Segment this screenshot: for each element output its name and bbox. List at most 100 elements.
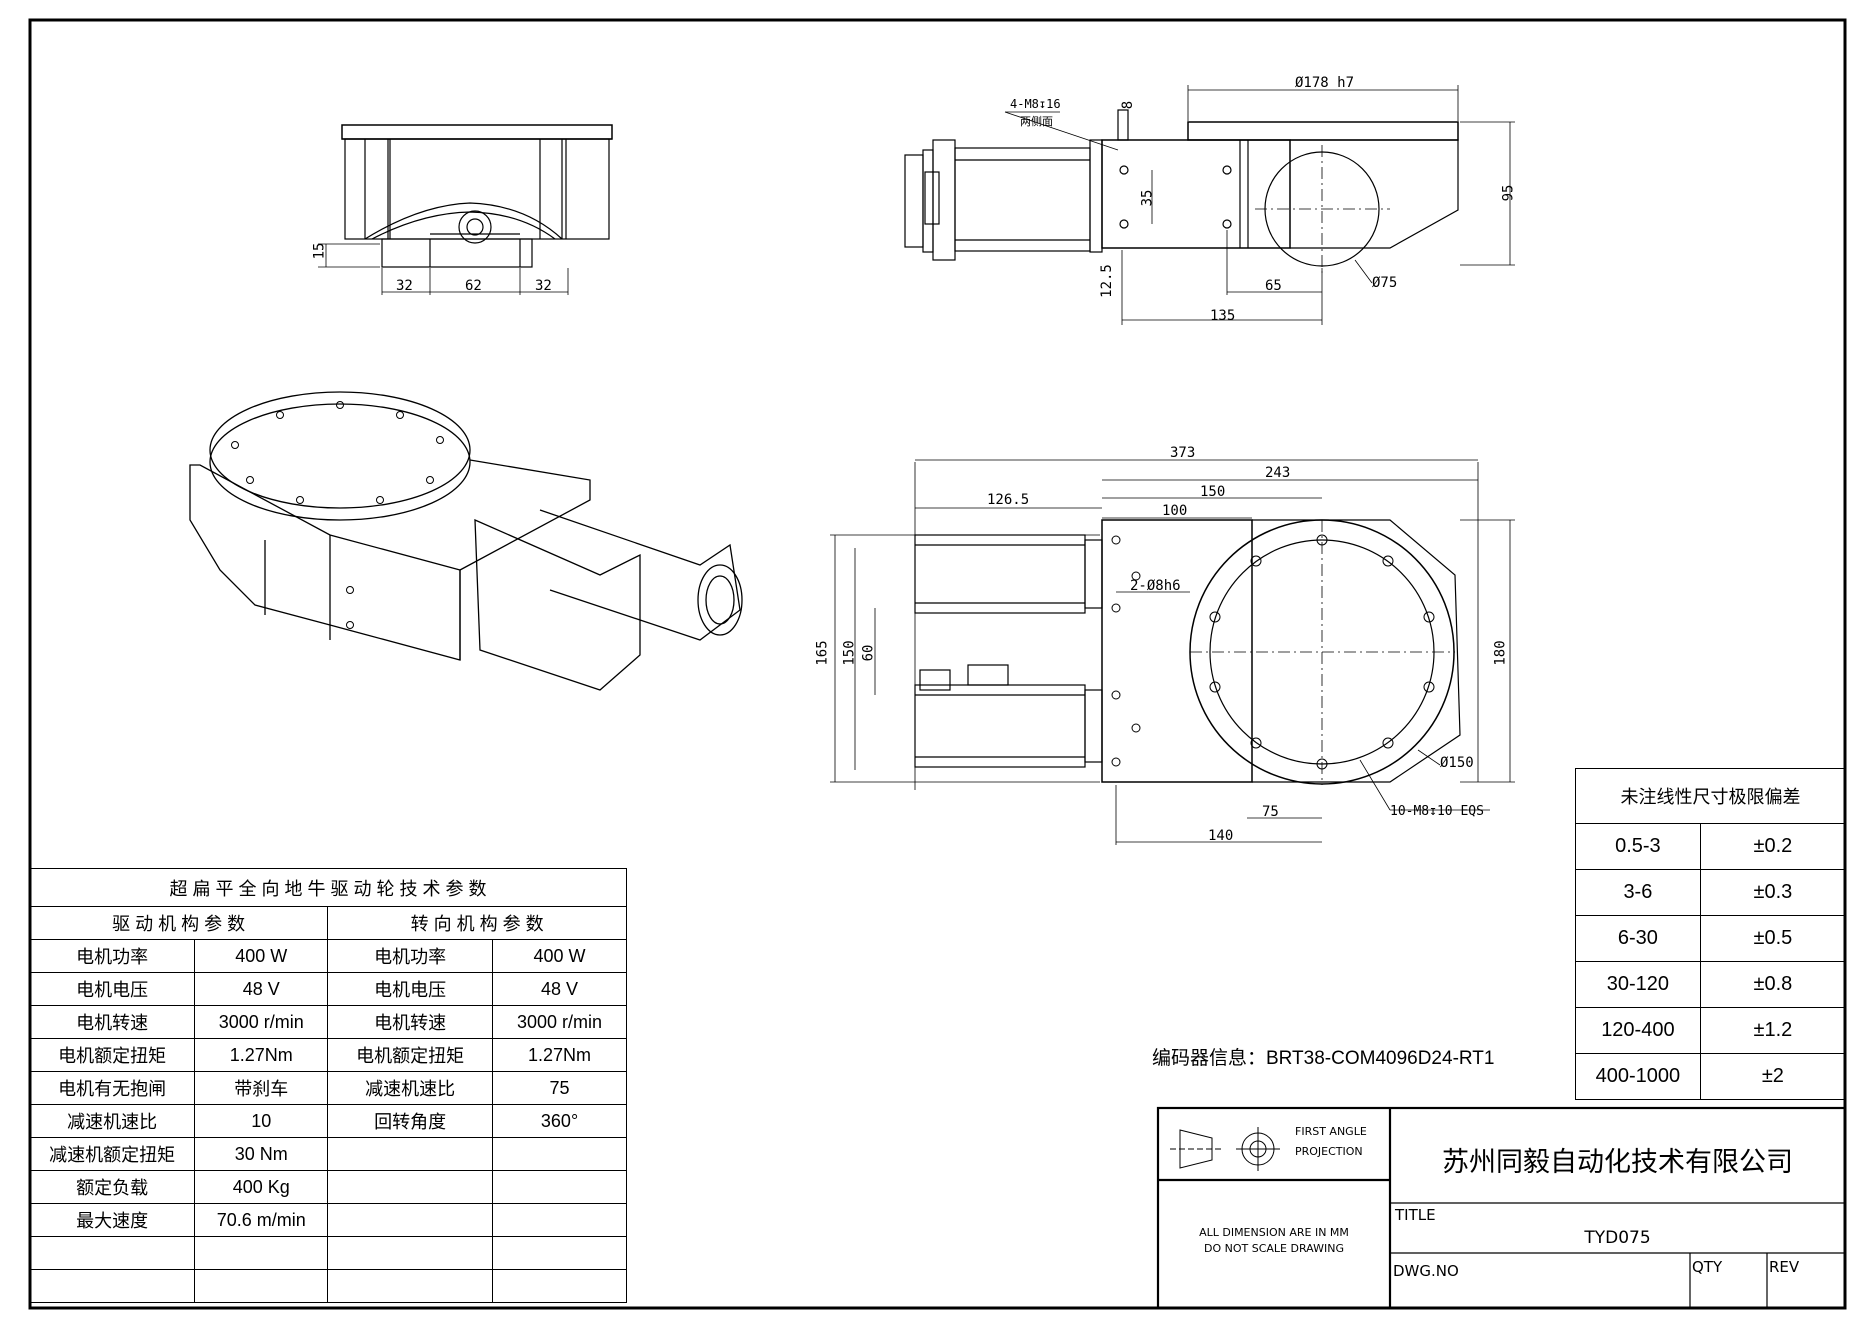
drive-header: 驱 动 机 构 参 数 — [30, 906, 329, 940]
spec-row — [30, 1236, 627, 1270]
steer-header: 转 向 机 构 参 数 — [327, 906, 627, 940]
dim-side-65: 65 — [1265, 278, 1282, 294]
dim-front-62: 62 — [465, 278, 482, 294]
spec-param-name: 回转角度 — [327, 1104, 494, 1138]
dim-top-373: 373 — [1170, 445, 1196, 461]
dim-top-165: 165 — [814, 640, 831, 666]
spec-param-name: 电机有无抱闸 — [30, 1071, 196, 1105]
dim-side-135: 135 — [1210, 308, 1236, 324]
tolerance-row: 400-1000±2 — [1575, 1053, 1845, 1100]
tolerance-range: 3-6 — [1575, 869, 1701, 916]
dimension-note: ALL DIMENSION ARE IN MM DO NOT SCALE DRA… — [1158, 1225, 1390, 1257]
drawing-border — [28, 18, 1847, 1310]
side-view — [904, 85, 1515, 325]
tolerance-row: 120-400±1.2 — [1575, 1007, 1845, 1054]
spec-param-name — [30, 1269, 196, 1303]
dim-top-126-5: 126.5 — [987, 492, 1030, 508]
dim-side-dia178: Ø178 h7 — [1295, 75, 1355, 91]
spec-param-value — [492, 1170, 627, 1204]
dim-top-140: 140 — [1208, 828, 1234, 844]
spec-row — [30, 1269, 627, 1303]
spec-param-name — [327, 1170, 494, 1204]
tolerance-deviation: ±0.2 — [1699, 823, 1845, 870]
dim-top-150-vertical: 150 — [841, 640, 858, 666]
spec-param-value — [194, 1236, 329, 1270]
rev-label: REV — [1769, 1258, 1800, 1276]
projection-label: FIRST ANGLE PROJECTION — [1295, 1122, 1367, 1162]
spec-param-value: 400 W — [492, 939, 627, 973]
company-name: 苏州同毅自动化技术有限公司 — [1442, 1147, 1793, 1177]
spec-param-value: 3000 r/min — [194, 1005, 329, 1039]
dim-top-60: 60 — [860, 644, 877, 662]
dim-top-180: 180 — [1492, 640, 1509, 666]
spec-param-name: 电机转速 — [327, 1005, 494, 1039]
drawing-title: TYD075 — [1584, 1228, 1651, 1248]
spec-param-name: 减速机额定扭矩 — [30, 1137, 196, 1171]
spec-param-value — [492, 1137, 627, 1171]
spec-param-name: 电机功率 — [30, 939, 196, 973]
spec-param-name: 电机转速 — [30, 1005, 196, 1039]
title-label: TITLE — [1395, 1206, 1436, 1224]
dim-top-150: 150 — [1200, 484, 1226, 500]
spec-param-value: 70.6 m/min — [194, 1203, 329, 1237]
spec-param-value: 48 V — [492, 972, 627, 1006]
dim-side-thread: 4-M8↧16 — [1010, 97, 1061, 111]
dim-front-32-right: 32 — [535, 278, 552, 294]
spec-param-value — [492, 1269, 627, 1303]
dim-top-pin: 2-Ø8h6 — [1130, 578, 1181, 594]
tolerance-row: 30-120±0.8 — [1575, 961, 1845, 1008]
spec-param-value: 1.27Nm — [194, 1038, 329, 1072]
isometric-view — [189, 391, 743, 691]
dim-side-dia75: Ø75 — [1372, 275, 1398, 291]
tolerance-deviation: ±0.3 — [1699, 869, 1845, 916]
spec-param-name: 电机电压 — [327, 972, 494, 1006]
tolerance-row: 0.5-3±0.2 — [1575, 823, 1845, 870]
tolerance-row: 3-6±0.3 — [1575, 869, 1845, 916]
spec-param-value: 400 Kg — [194, 1170, 329, 1204]
dim-top-75: 75 — [1262, 804, 1279, 820]
dwg-no-label: DWG.NO — [1393, 1262, 1459, 1280]
projection-symbol — [1170, 1127, 1280, 1171]
spec-param-value — [492, 1236, 627, 1270]
note-line-2: DO NOT SCALE DRAWING — [1204, 1242, 1344, 1255]
tolerance-title: 未注线性尺寸极限偏差 — [1575, 768, 1845, 824]
spec-param-name: 最大速度 — [30, 1203, 196, 1237]
spec-param-name: 电机额定扭矩 — [30, 1038, 196, 1072]
tolerance-range: 0.5-3 — [1575, 823, 1701, 870]
spec-param-value: 带刹车 — [194, 1071, 329, 1105]
dim-top-holes: 10-M8↧10 EQS — [1390, 804, 1484, 819]
spec-param-value: 400 W — [194, 939, 329, 973]
spec-param-value: 30 Nm — [194, 1137, 329, 1171]
dim-front-15: 15 — [311, 242, 328, 260]
spec-table-title: 超 扁 平 全 向 地 牛 驱 动 轮 技 术 参 数 — [30, 868, 627, 907]
spec-param-name: 电机电压 — [30, 972, 196, 1006]
dim-front-32-left: 32 — [396, 278, 413, 294]
spec-param-name — [327, 1236, 494, 1270]
spec-param-name: 电机额定扭矩 — [327, 1038, 494, 1072]
spec-param-name: 额定负载 — [30, 1170, 196, 1204]
spec-param-value: 75 — [492, 1071, 627, 1105]
tolerance-range: 30-120 — [1575, 961, 1701, 1008]
dim-top-243: 243 — [1265, 465, 1291, 481]
tolerance-deviation: ±1.2 — [1699, 1007, 1845, 1054]
spec-table: 超 扁 平 全 向 地 牛 驱 动 轮 技 术 参 数 驱 动 机 构 参 数 … — [30, 868, 627, 1303]
qty-label: QTY — [1692, 1258, 1723, 1276]
spec-param-name: 减速机速比 — [30, 1104, 196, 1138]
tolerance-deviation: ±0.5 — [1699, 915, 1845, 962]
dim-side-thread-note: 两侧面 — [1020, 115, 1053, 128]
projection-line-1: FIRST ANGLE — [1295, 1125, 1367, 1138]
top-bolt-circle — [1111, 534, 1435, 770]
tolerance-deviation: ±2 — [1699, 1053, 1845, 1100]
dim-side-12-5: 12.5 — [1098, 264, 1115, 298]
